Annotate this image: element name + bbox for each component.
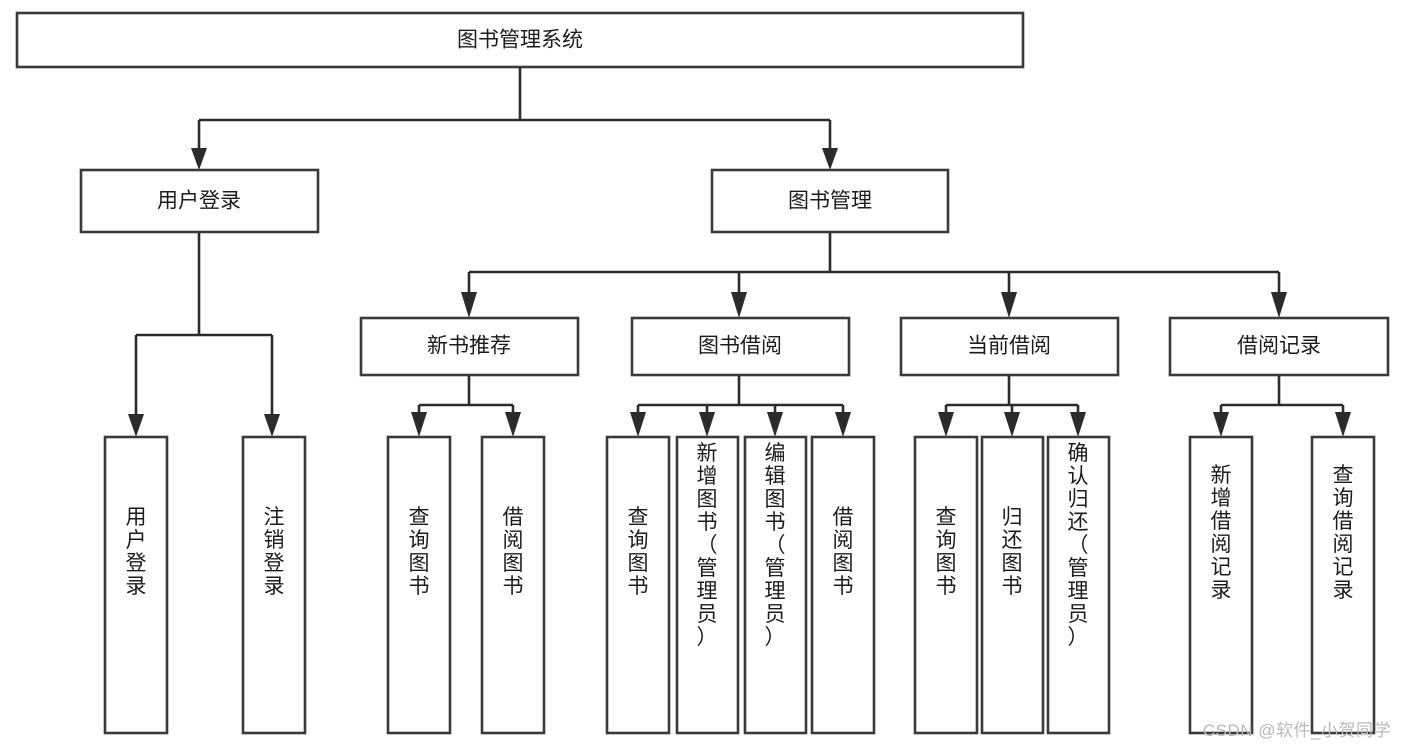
leaf-edit-book-admin-label: 编辑图书（管理员） xyxy=(765,442,786,649)
connector-group-root xyxy=(191,67,838,170)
node-new-book-recommend[interactable]: 新书推荐 xyxy=(359,316,580,377)
arrow-user-leaf-2 xyxy=(264,414,280,437)
arrow-user-leaf-1 xyxy=(128,414,144,437)
leaf-query-book-current-box[interactable] xyxy=(913,435,979,735)
leaf-add-book-admin[interactable]: 新增图书（管理员） xyxy=(675,435,740,735)
leaf-query-book-current-label: 查询图书 xyxy=(936,506,957,598)
leaf-user-login[interactable]: 用户登录 xyxy=(103,435,169,735)
node-book-management-label: 图书管理 xyxy=(788,190,872,213)
connector-group-records xyxy=(1213,375,1351,437)
arrow-root-to-book xyxy=(822,148,838,170)
node-root-label: 图书管理系统 xyxy=(457,29,583,52)
node-user-login-label: 用户登录 xyxy=(157,190,241,213)
leaf-logout-box[interactable] xyxy=(241,435,307,735)
arrow-borrow-leaf-1 xyxy=(630,412,646,437)
leaf-borrow-book-recommend-box[interactable] xyxy=(480,435,546,735)
node-book-borrow[interactable]: 图书借阅 xyxy=(630,316,851,377)
leaf-borrow-book-recommend[interactable]: 借阅图书 xyxy=(480,435,546,735)
leaf-query-borrow-record[interactable]: 查询借阅记录 xyxy=(1310,435,1376,735)
arrow-newbook-leaf-2 xyxy=(505,412,521,437)
leaf-edit-book-admin-box[interactable] xyxy=(743,435,808,735)
leaf-logout-label: 注销登录 xyxy=(264,506,285,598)
arrow-book-child-2 xyxy=(731,292,747,318)
node-book-borrow-box[interactable] xyxy=(630,316,851,377)
arrow-book-child-3 xyxy=(1001,292,1017,318)
arrow-borrow-leaf-3 xyxy=(767,412,783,437)
leaf-logout[interactable]: 注销登录 xyxy=(241,435,307,735)
node-current-borrow-label: 当前借阅 xyxy=(967,335,1051,358)
leaf-add-borrow-record[interactable]: 新增借阅记录 xyxy=(1188,435,1254,735)
leaf-borrow-book[interactable]: 借阅图书 xyxy=(810,435,876,735)
arrow-borrow-leaf-4 xyxy=(835,412,851,437)
connector-group-user-login xyxy=(128,232,280,437)
connector-group-borrow xyxy=(630,375,851,437)
node-user-login-box[interactable] xyxy=(79,168,320,234)
arrow-root-to-user xyxy=(191,148,207,170)
leaf-add-book-admin-label: 新增图书（管理员） xyxy=(697,442,718,649)
node-book-borrow-label: 图书借阅 xyxy=(698,335,782,358)
connector-group-book-manage xyxy=(461,232,1287,318)
leaf-edit-book-admin[interactable]: 编辑图书（管理员） xyxy=(743,435,808,735)
node-root[interactable]: 图书管理系统 xyxy=(15,11,1025,69)
node-borrow-records[interactable]: 借阅记录 xyxy=(1168,316,1390,377)
leaf-query-book-borrow-box[interactable] xyxy=(605,435,671,735)
node-user-login[interactable]: 用户登录 xyxy=(79,168,320,234)
leaf-borrow-book-label: 借阅图书 xyxy=(833,506,854,598)
arrow-current-leaf-2 xyxy=(1004,412,1020,437)
node-book-management[interactable]: 图书管理 xyxy=(710,168,950,234)
leaf-confirm-return-admin-label: 确认归还（管理员） xyxy=(1068,442,1089,649)
node-current-borrow[interactable]: 当前借阅 xyxy=(899,316,1120,377)
arrow-book-child-4 xyxy=(1271,292,1287,318)
leaf-return-book[interactable]: 归还图书 xyxy=(980,435,1045,735)
leaf-query-borrow-record-box[interactable] xyxy=(1310,435,1376,735)
leaf-query-book-recommend[interactable]: 查询图书 xyxy=(386,435,452,735)
arrow-borrow-leaf-2 xyxy=(699,412,715,437)
arrow-current-leaf-3 xyxy=(1070,412,1086,437)
arrow-records-leaf-2 xyxy=(1335,412,1351,437)
leaf-user-login-label: 用户登录 xyxy=(126,506,147,598)
csdn-watermark: CSDN @软件_小贺同学 xyxy=(1202,721,1391,740)
leaf-borrow-book-recommend-label: 借阅图书 xyxy=(503,506,524,598)
node-book-management-box[interactable] xyxy=(710,168,950,234)
node-borrow-records-label: 借阅记录 xyxy=(1237,335,1321,358)
leaf-borrow-book-box[interactable] xyxy=(810,435,876,735)
leaf-add-book-admin-box[interactable] xyxy=(675,435,740,735)
node-new-book-recommend-box[interactable] xyxy=(359,316,580,377)
leaf-user-login-box[interactable] xyxy=(103,435,169,735)
leaf-confirm-return-admin[interactable]: 确认归还（管理员） xyxy=(1046,435,1111,735)
connector-group-new-book xyxy=(411,375,521,437)
leaf-return-book-label: 归还图书 xyxy=(1002,506,1023,598)
node-current-borrow-box[interactable] xyxy=(899,316,1120,377)
leaf-query-book-borrow[interactable]: 查询图书 xyxy=(605,435,671,735)
leaf-add-borrow-record-label: 新增借阅记录 xyxy=(1211,464,1232,602)
leaf-query-book-recommend-label: 查询图书 xyxy=(409,506,430,598)
node-new-book-recommend-label: 新书推荐 xyxy=(427,335,511,358)
arrow-newbook-leaf-1 xyxy=(411,412,427,437)
leaf-query-borrow-record-label: 查询借阅记录 xyxy=(1333,464,1354,602)
leaf-query-book-current[interactable]: 查询图书 xyxy=(913,435,979,735)
leaf-return-book-box[interactable] xyxy=(980,435,1045,735)
leaf-query-book-recommend-box[interactable] xyxy=(386,435,452,735)
connector-group-current-borrow xyxy=(938,375,1086,437)
arrow-book-child-1 xyxy=(461,292,477,318)
leaf-query-book-borrow-label: 查询图书 xyxy=(628,506,649,598)
leaf-confirm-return-admin-box[interactable] xyxy=(1046,435,1111,735)
leaf-add-borrow-record-box[interactable] xyxy=(1188,435,1254,735)
arrow-current-leaf-1 xyxy=(938,412,954,437)
node-borrow-records-box[interactable] xyxy=(1168,316,1390,377)
node-root-box[interactable] xyxy=(15,11,1025,69)
arrow-records-leaf-1 xyxy=(1213,412,1229,437)
